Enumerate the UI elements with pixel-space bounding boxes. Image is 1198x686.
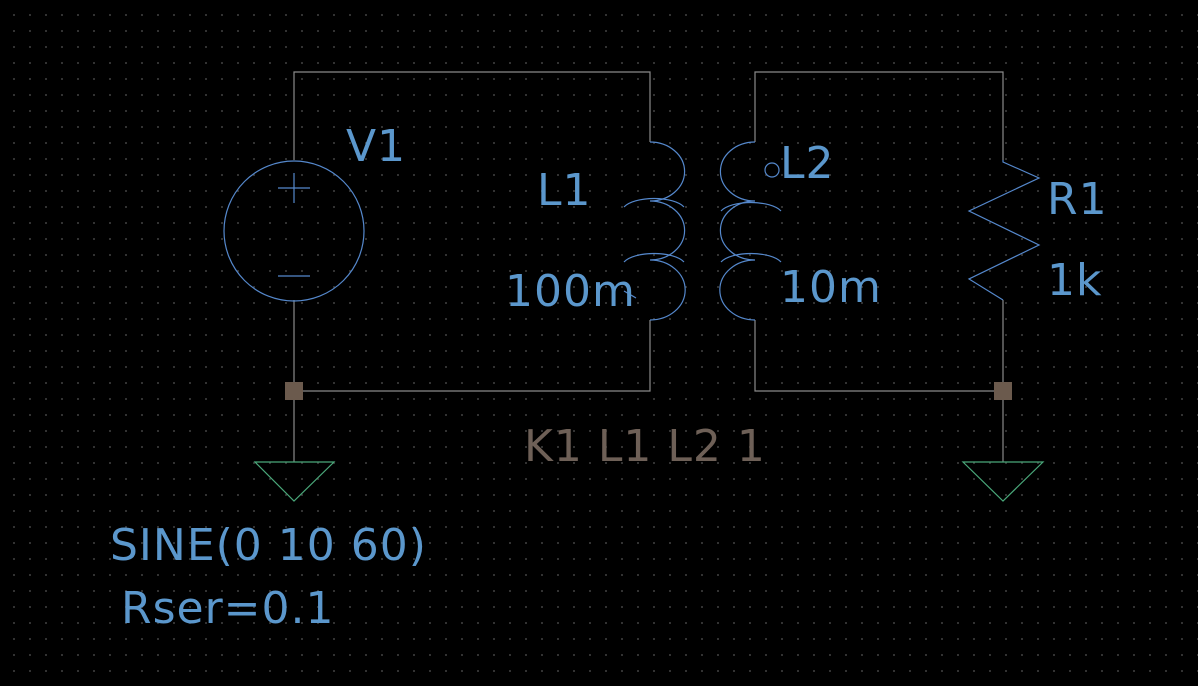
voltage-source-v1[interactable] [223,160,365,302]
r1-name-label[interactable]: R1 [1047,174,1108,225]
wire-v1-top[interactable] [293,71,651,160]
inductor-l2[interactable] [719,141,782,321]
secondary-wires[interactable] [754,71,1004,462]
plus-sign-icon [278,173,310,203]
l2-name-label[interactable]: L2 [780,138,835,189]
l1-name-label[interactable]: L1 [537,165,592,216]
inductor-l1-coils [649,141,686,321]
resistor-zigzag [967,160,1041,301]
ground-symbol-right-icon[interactable] [961,461,1045,502]
inductor-l2-loops [720,201,782,263]
wire-v1-bottom[interactable] [293,300,651,392]
wire-l2-bottom[interactable] [754,300,1004,392]
l2-value-label[interactable]: 10m [780,262,882,313]
v1-value-label[interactable]: SINE(0 10 60) [110,520,427,571]
inductor-l2-coils [719,141,756,321]
junction-node-left[interactable] [285,382,303,400]
phase-dot-icon [764,162,780,178]
coupling-directive[interactable]: K1 L1 L2 1 [524,421,766,472]
inductor-l1-loops [623,197,685,299]
v1-name-label[interactable]: V1 [346,121,407,172]
ground-symbol-left-icon[interactable] [253,461,336,502]
source-circle [223,160,365,302]
wire-l2-top[interactable] [754,71,1004,160]
r1-value-label[interactable]: 1k [1047,255,1103,306]
v1-rser-label[interactable]: Rser=0.1 [121,583,335,634]
l1-value-label[interactable]: 100m [505,266,636,317]
primary-wires[interactable] [293,71,651,462]
inductor-l1[interactable] [623,141,686,321]
junction-node-right[interactable] [994,382,1012,400]
resistor-r1[interactable] [967,160,1041,301]
